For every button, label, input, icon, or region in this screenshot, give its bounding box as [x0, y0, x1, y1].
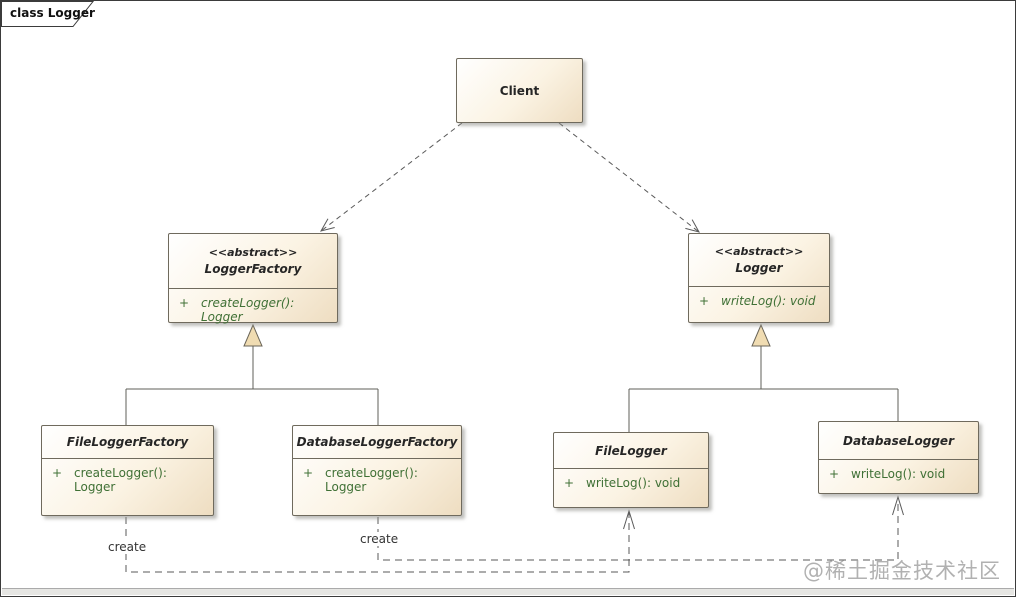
- class-box-client: Client: [456, 58, 583, 123]
- method-visibility: +: [699, 294, 710, 308]
- class-stereotype: <<abstract>>: [714, 245, 804, 258]
- class-box-logger: <<abstract>> Logger + writeLog(): void: [688, 233, 830, 323]
- class-methods-compartment: + writeLog(): void: [554, 468, 708, 507]
- method-signature: createLogger(): Logger: [74, 466, 167, 494]
- watermark: @稀土掘金技术社区: [803, 559, 1001, 583]
- inheritance-triangle-icon: [243, 323, 263, 347]
- method-signature: writeLog(): void: [851, 467, 946, 481]
- method-row: + createLogger(): Logger: [52, 466, 205, 494]
- class-name: DatabaseLoggerFactory: [296, 435, 458, 449]
- class-header: DatabaseLogger: [819, 422, 978, 459]
- bottom-edge-strip: [2, 588, 1014, 595]
- method-signature: writeLog(): void: [721, 294, 816, 308]
- class-box-filelogger: FileLogger + writeLog(): void: [553, 432, 709, 508]
- method-row: + writeLog(): void: [829, 467, 970, 481]
- class-name: FileLoggerFactory: [66, 435, 189, 449]
- method-visibility: +: [564, 476, 575, 490]
- edge-label-create-right: create: [358, 532, 401, 546]
- class-box-databaseloggerfactory: DatabaseLoggerFactory + createLogger(): …: [292, 425, 462, 516]
- method-visibility: +: [52, 466, 63, 480]
- class-name: Logger: [735, 261, 783, 275]
- method-signature: createLogger(): Logger: [325, 466, 418, 494]
- class-methods-compartment: + writeLog(): void: [819, 459, 978, 493]
- method-signature: writeLog(): void: [586, 476, 681, 490]
- class-methods-compartment: + createLogger(): Logger: [42, 458, 213, 515]
- class-header: Client: [457, 59, 582, 122]
- class-name: Client: [499, 83, 540, 98]
- class-stereotype: <<abstract>>: [208, 246, 298, 259]
- class-methods-compartment: + createLogger(): Logger: [169, 288, 337, 324]
- method-visibility: +: [829, 467, 840, 481]
- class-header: FileLoggerFactory: [42, 426, 213, 458]
- class-box-databaselogger: DatabaseLogger + writeLog(): void: [818, 421, 979, 494]
- class-name: LoggerFactory: [204, 262, 302, 276]
- class-methods-compartment: + createLogger(): Logger: [293, 458, 461, 515]
- class-box-fileloggerfactory: FileLoggerFactory + createLogger(): Logg…: [41, 425, 214, 516]
- dependency-client-loggerfactory: [319, 122, 463, 232]
- frame-tab-label: class Logger: [10, 6, 95, 20]
- class-name: DatabaseLogger: [843, 433, 954, 448]
- class-header: <<abstract>> LoggerFactory: [169, 234, 337, 288]
- generalization-loggerfactory: [125, 323, 379, 425]
- method-row: + writeLog(): void: [699, 294, 821, 308]
- method-visibility: +: [179, 296, 190, 310]
- class-methods-compartment: + writeLog(): void: [689, 286, 829, 322]
- class-header: FileLogger: [554, 433, 708, 468]
- class-header: <<abstract>> Logger: [689, 234, 829, 286]
- class-box-loggerfactory: <<abstract>> LoggerFactory + createLogge…: [168, 233, 338, 324]
- method-visibility: +: [303, 466, 314, 480]
- method-row: + createLogger(): Logger: [179, 296, 329, 324]
- inheritance-triangle-icon: [751, 323, 771, 347]
- dependency-client-logger: [558, 122, 701, 233]
- generalization-logger: [628, 323, 899, 432]
- class-header: DatabaseLoggerFactory: [293, 426, 461, 458]
- class-name: FileLogger: [595, 443, 667, 458]
- method-row: + createLogger(): Logger: [303, 466, 453, 494]
- edge-label-create-left: create: [106, 540, 149, 554]
- method-row: + writeLog(): void: [564, 476, 700, 490]
- method-signature: createLogger(): Logger: [201, 296, 295, 324]
